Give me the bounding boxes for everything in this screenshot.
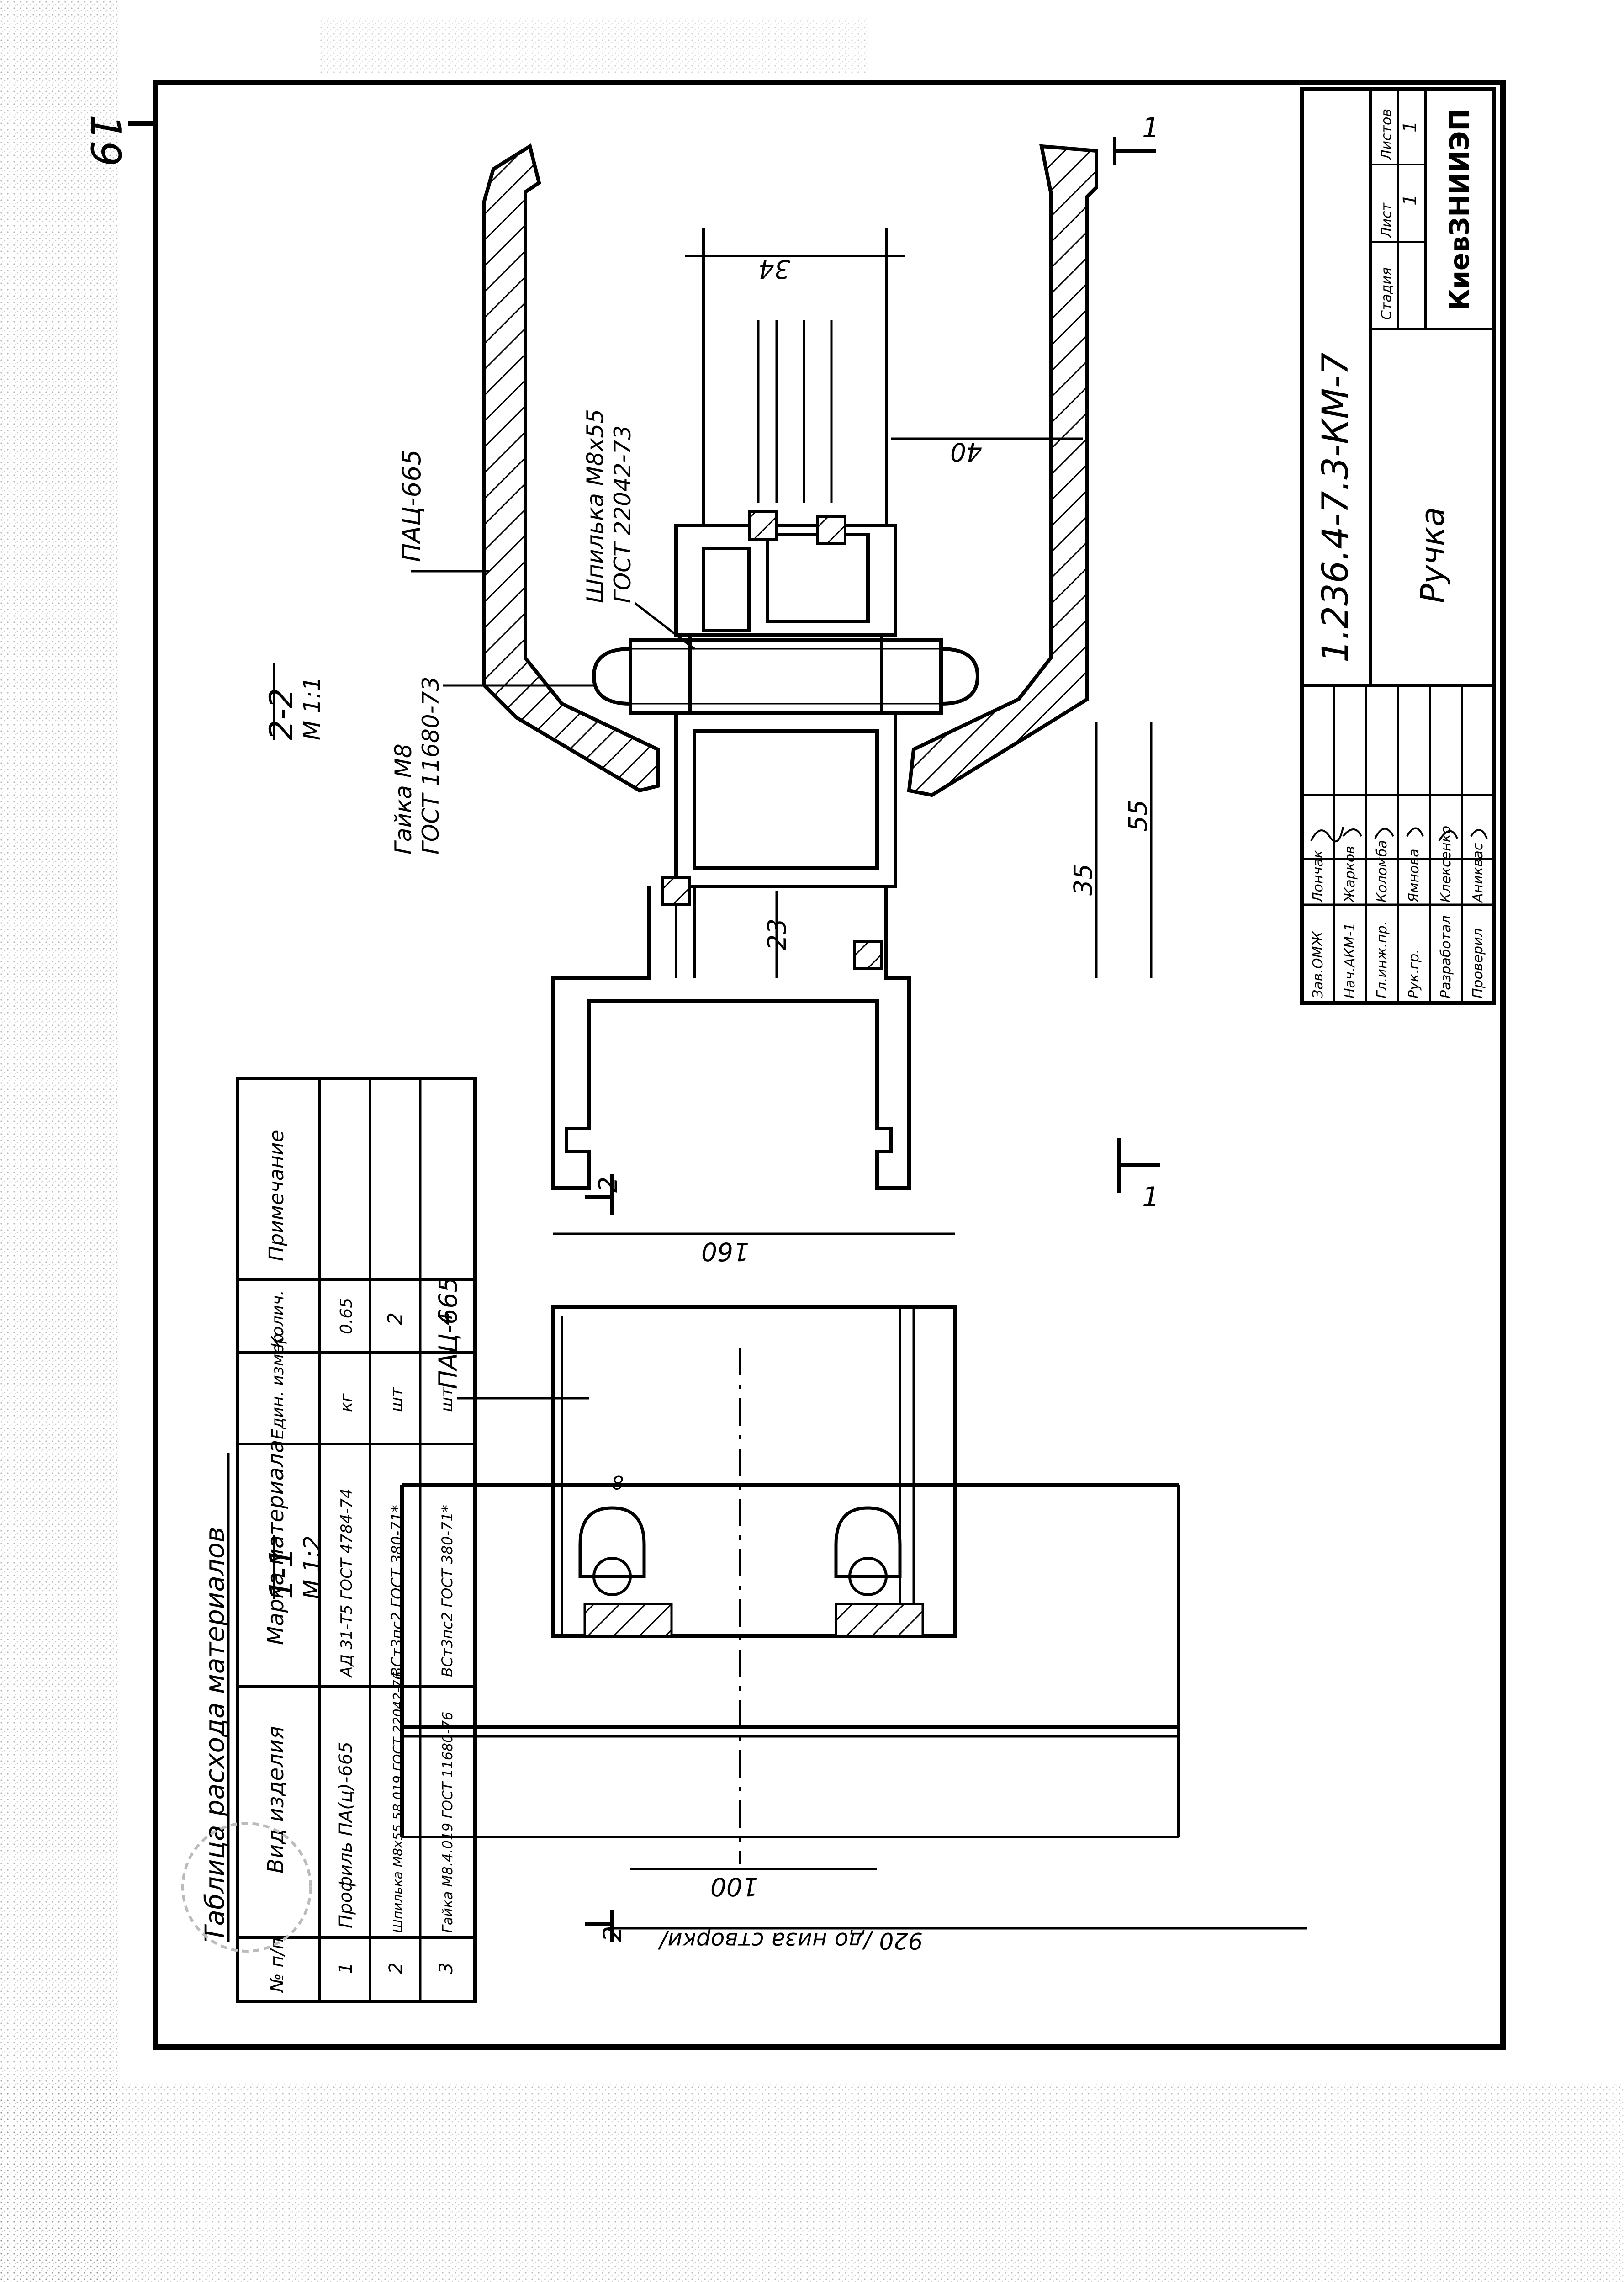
dim-100: 100 <box>710 1872 758 1901</box>
cut-marker-2-bottom: 2 <box>598 1926 627 1942</box>
section-1-1-title: 1-1 <box>263 1547 300 1599</box>
col-header-note: Примечание <box>265 1130 288 1261</box>
title-block: 1.236.4-7.3-КМ-7 Ручка КиевЗНИИЭП Стадия… <box>1300 87 1496 1005</box>
col-header-num: № п/п <box>267 1937 288 1993</box>
section-2-2-scale: М 1:1 <box>299 676 325 740</box>
label-stud-gost: ГОСТ 22042-73 <box>609 425 636 603</box>
page-number: 19 <box>81 114 129 167</box>
handle-profile-section-lower <box>907 144 1098 797</box>
row-1-item: Профиль ПА(ц)-665 <box>335 1741 356 1928</box>
row-2-material: ВСт3пс2 ГОСТ 380-71* <box>388 1505 406 1677</box>
cut-marker-2-top: 2 <box>593 1177 623 1193</box>
signature-scribbles <box>1310 827 1488 843</box>
nut-right <box>939 647 980 706</box>
frame-profile-section <box>674 524 897 888</box>
row-1-qty: 0.65 <box>337 1298 356 1334</box>
sig-name-6: Аниквас <box>1470 843 1486 903</box>
row-3-num: 3 <box>436 1963 457 1974</box>
sig-name-4: Ямнова <box>1406 849 1422 903</box>
row-3-material: ВСт3пс2 ГОСТ 380-71* <box>439 1505 456 1677</box>
sig-role-1: Зав.ОМЖ <box>1310 931 1326 998</box>
stamp-value-sheet: 1 <box>1400 194 1421 206</box>
stamp-header-sheets: Листов <box>1379 109 1395 160</box>
sig-role-4: Рук.гр. <box>1406 949 1422 998</box>
stamp-header-stage: Стадия <box>1379 267 1395 320</box>
sig-role-2: Нач.АКМ-1 <box>1342 923 1358 998</box>
sig-name-1: Лончак <box>1310 850 1326 903</box>
col-header-item: Вид изделия <box>263 1726 289 1873</box>
seal-lower-2 <box>853 940 883 970</box>
col-header-material: Марка материала <box>263 1440 289 1645</box>
stud-pocket-2-hatch <box>835 1603 924 1637</box>
label-nut: Гайка М8 <box>390 743 417 854</box>
seal-lower <box>661 876 691 906</box>
row-2-unit: шт <box>387 1387 406 1412</box>
sig-role-3: Гл.инж.пр. <box>1374 921 1390 998</box>
nut-left <box>592 647 632 706</box>
organization-name: КиевЗНИИЭП <box>1444 109 1475 311</box>
row-3-item: Гайка М8.4.019 ГОСТ 11680-76 <box>440 1712 456 1933</box>
handle-elevation <box>551 1305 957 1638</box>
dim-40: 40 <box>950 437 982 467</box>
materials-table-title: Таблица расхода материалов <box>199 1527 230 1942</box>
sig-name-2: Жарков <box>1342 846 1358 903</box>
stamp-value-sheets: 1 <box>1400 121 1421 133</box>
row-1-material: АД 31-Т5 ГОСТ 4784-74 <box>338 1489 356 1678</box>
col-header-unit: Един. измер. <box>269 1328 287 1439</box>
sig-name-3: Коломба <box>1374 840 1390 902</box>
sig-role-5: Разработал <box>1438 915 1454 998</box>
stud-pocket-1 <box>578 1506 646 1578</box>
dim-34: 34 <box>758 255 790 284</box>
dim-23: 23 <box>762 918 792 950</box>
label-nut-gost: ГОСТ 11680-73 <box>418 677 444 854</box>
section-1-1-scale: М 1:2 <box>299 1535 325 1599</box>
row-2-item: Шпилька М8х55.58.019 ГОСТ 22042-76 <box>390 1672 405 1933</box>
row-2-num: 2 <box>386 1963 407 1974</box>
scan-noise-bottom <box>0 2084 1624 2282</box>
row-3-unit: шт <box>438 1387 456 1412</box>
section-2-2-title: 2-2 <box>263 688 300 740</box>
cut-marker-1-top: 1 <box>1142 112 1159 144</box>
stud-hole-1 <box>592 1557 632 1596</box>
sheet-designation: 1.236.4-7.3-КМ-7 <box>1315 352 1356 663</box>
sig-role-6: Проверил <box>1470 928 1486 998</box>
cut-marker-1-bottom: 1 <box>1142 1181 1159 1213</box>
row-1-num: 1 <box>335 1963 356 1974</box>
row-2-qty: 2 <box>384 1312 407 1325</box>
stud-hole-2 <box>848 1557 888 1596</box>
faded-stamp <box>181 1822 312 1953</box>
drawing-frame <box>153 80 1506 2050</box>
section-1-1: 1-1 М 1:2 160 100 8 ПАЦ-665 <box>263 1174 1307 1954</box>
col-header-qty: Колич. <box>269 1290 287 1348</box>
seal-upper <box>748 510 778 541</box>
sash-profile-section <box>551 886 911 1190</box>
stud-m8 <box>629 638 943 715</box>
dim-160: 160 <box>701 1237 749 1266</box>
stamp-header-sheet: Лист <box>1379 202 1395 238</box>
label-profile-2-2: ПАЦ-665 <box>397 449 426 562</box>
scan-noise-top <box>320 18 868 73</box>
dim-35: 35 <box>1069 864 1098 896</box>
part-name: Ручка <box>1414 507 1451 603</box>
stud-pocket-2 <box>834 1506 902 1578</box>
stud-pocket-1-hatch <box>583 1603 673 1637</box>
materials-table: Таблица расхода материалов № п/п Вид изд… <box>199 1077 477 2003</box>
seal-upper-2 <box>816 515 846 545</box>
row-1-unit: кг <box>337 1393 356 1412</box>
label-profile-1-1: ПАЦ-665 <box>434 1276 463 1389</box>
scan-noise-left <box>0 0 119 2282</box>
row-3-qty: 4 <box>434 1312 457 1325</box>
note-to-sash-bottom: 920 /до низа створки/ <box>657 1927 923 1954</box>
dim-55: 55 <box>1123 800 1153 832</box>
dim-8: 8 <box>612 1471 624 1492</box>
section-2-2: 2-2 М 1:1 34 40 23 <box>263 112 1160 1213</box>
label-stud: Шпилька М8х55 <box>582 409 608 603</box>
